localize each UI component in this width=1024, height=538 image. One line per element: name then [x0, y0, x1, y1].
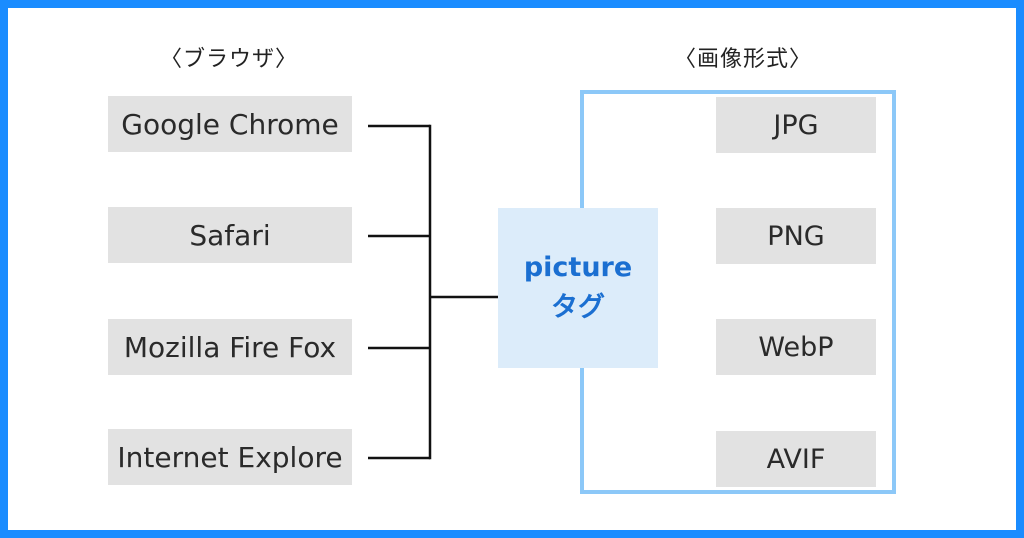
- formats-heading: 〈画像形式〉: [674, 47, 813, 72]
- format-png: PNG: [716, 208, 876, 264]
- browser-internet-explorer: Internet Explore: [108, 429, 352, 485]
- picture-tag-line2: タグ: [551, 292, 605, 323]
- browser-safari: Safari: [108, 207, 352, 263]
- picture-tag-node: picture タグ: [498, 208, 658, 368]
- browsers-heading: 〈ブラウザ〉: [160, 47, 299, 72]
- format-webp: WebP: [716, 319, 876, 375]
- browser-google-chrome: Google Chrome: [108, 96, 352, 152]
- browser-mozilla-firefox: Mozilla Fire Fox: [108, 319, 352, 375]
- format-jpg: JPG: [716, 97, 876, 153]
- format-avif: AVIF: [716, 431, 876, 487]
- picture-tag-line1: picture: [523, 252, 633, 283]
